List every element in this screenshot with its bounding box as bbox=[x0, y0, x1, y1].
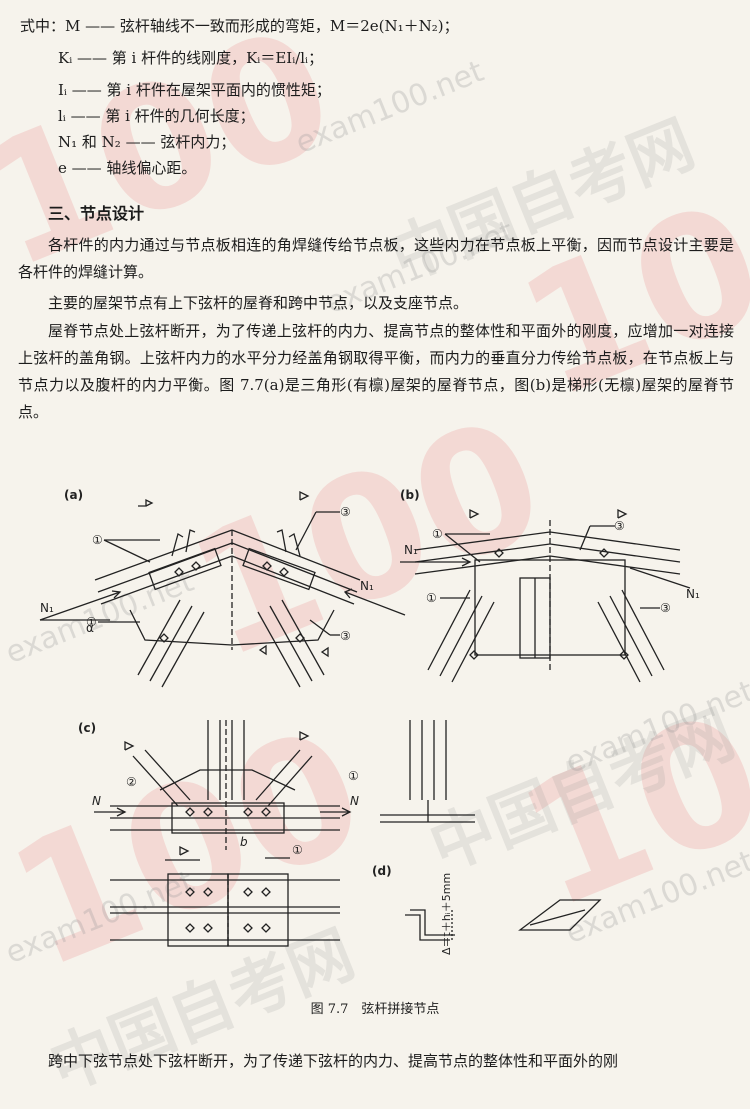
weld-mark-1: ① bbox=[426, 591, 437, 605]
annotation-n1: N₁ bbox=[686, 587, 700, 601]
annotation-n: N bbox=[92, 794, 101, 808]
annotation-alpha: α bbox=[86, 621, 94, 635]
definition-k: Kᵢ —— 第 i 杆件的线刚度，Kᵢ＝EIᵢ/lᵢ； bbox=[58, 49, 324, 67]
definition-n: N₁ 和 N₂ —— 弦杆内力； bbox=[58, 133, 236, 151]
paragraph-2: 主要的屋架节点有上下弦杆的屋脊和跨中节点，以及支座节点。 bbox=[48, 294, 469, 312]
annotation-n1: N₁ bbox=[40, 601, 54, 615]
weld-mark-3: ③ bbox=[614, 519, 625, 533]
annotation-gap-formula: Δ＝t＋hᵢ＋5mm bbox=[440, 873, 453, 955]
paragraph-3: 屋脊节点处上弦杆断开，为了传递上弦杆的内力、提高节点的整体性和平面外的刚度，应增… bbox=[18, 322, 734, 421]
weld-mark-1: ① bbox=[292, 843, 303, 857]
annotation-n1: N₁ bbox=[404, 543, 418, 557]
weld-mark-3: ③ bbox=[340, 629, 351, 643]
annotation-b: b bbox=[240, 835, 248, 849]
weld-mark-1: ① bbox=[86, 615, 97, 629]
panel-label-c: (c) bbox=[78, 721, 96, 735]
annotation-n1: N₁ bbox=[360, 579, 374, 593]
definition-i: Iᵢ —— 第 i 杆件在屋架平面内的惯性矩； bbox=[58, 81, 331, 99]
weld-mark-1: ① bbox=[432, 527, 443, 541]
figure-caption: 图 7.7 弦杆拼接节点 bbox=[310, 1002, 440, 1017]
weld-mark-2: ② bbox=[126, 775, 137, 789]
bottom-paragraph: 跨中下弦节点处下弦杆断开，为了传递下弦杆的内力、提高节点的整体性和平面外的刚 bbox=[48, 1052, 619, 1070]
formula-intro: 式中：M —— 弦杆轴线不一致而形成的弯矩，M＝2e(N₁＋N₂)； bbox=[20, 17, 459, 35]
annotation-n: N bbox=[350, 794, 359, 808]
definition-e: e —— 轴线偏心距。 bbox=[58, 159, 197, 177]
weld-mark-3: ③ bbox=[660, 601, 671, 615]
paragraph-1: 各杆件的内力通过与节点板相连的角焊缝传给节点板，这些内力在节点板上平衡，因而节点… bbox=[18, 236, 734, 281]
section-heading: 三、节点设计 bbox=[48, 204, 145, 223]
panel-label-d: (d) bbox=[372, 864, 392, 878]
definition-l: lᵢ —— 第 i 杆件的几何长度； bbox=[58, 107, 255, 125]
panel-label-b: (b) bbox=[400, 488, 420, 502]
weld-mark-3: ③ bbox=[340, 505, 351, 519]
panel-label-a: (a) bbox=[64, 488, 83, 502]
weld-mark-1: ① bbox=[92, 533, 103, 547]
figure-7-7: (a) bbox=[39, 488, 700, 955]
weld-mark-1: ① bbox=[348, 769, 359, 783]
